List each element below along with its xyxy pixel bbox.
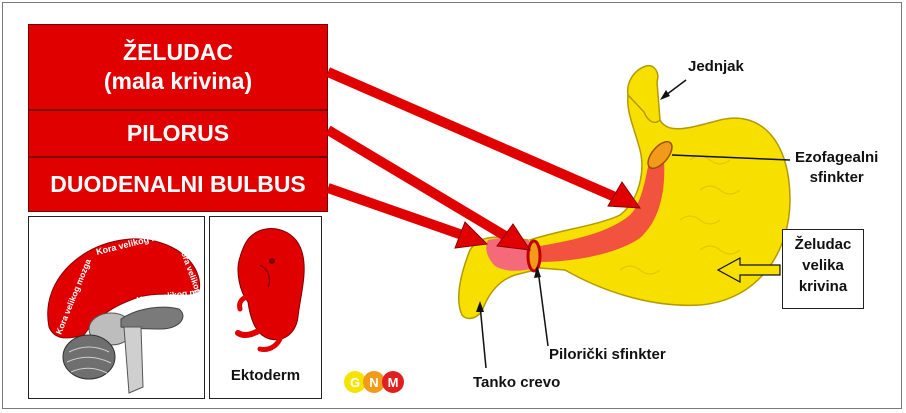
esophageal-sphincter-label: Ezofagealni sfinkter	[795, 148, 878, 188]
logo-letter-n: N	[369, 375, 378, 390]
small-intestine-pointer	[480, 305, 486, 368]
logo-letter-m: M	[388, 375, 399, 390]
pyloric-sphincter-label: Pilorički sfinkter	[549, 346, 666, 363]
pyloric-sphincter-ring	[528, 241, 540, 271]
greater-curvature-label: Želudac velika krivina	[782, 229, 864, 309]
esophagus-label: Jednjak	[688, 58, 744, 75]
pyloric-sphincter-pointer	[538, 270, 548, 346]
logo-letter-g: G	[350, 375, 360, 390]
gnm-logo: G N M	[343, 369, 405, 395]
small-intestine-label: Tanko crevo	[473, 374, 560, 391]
